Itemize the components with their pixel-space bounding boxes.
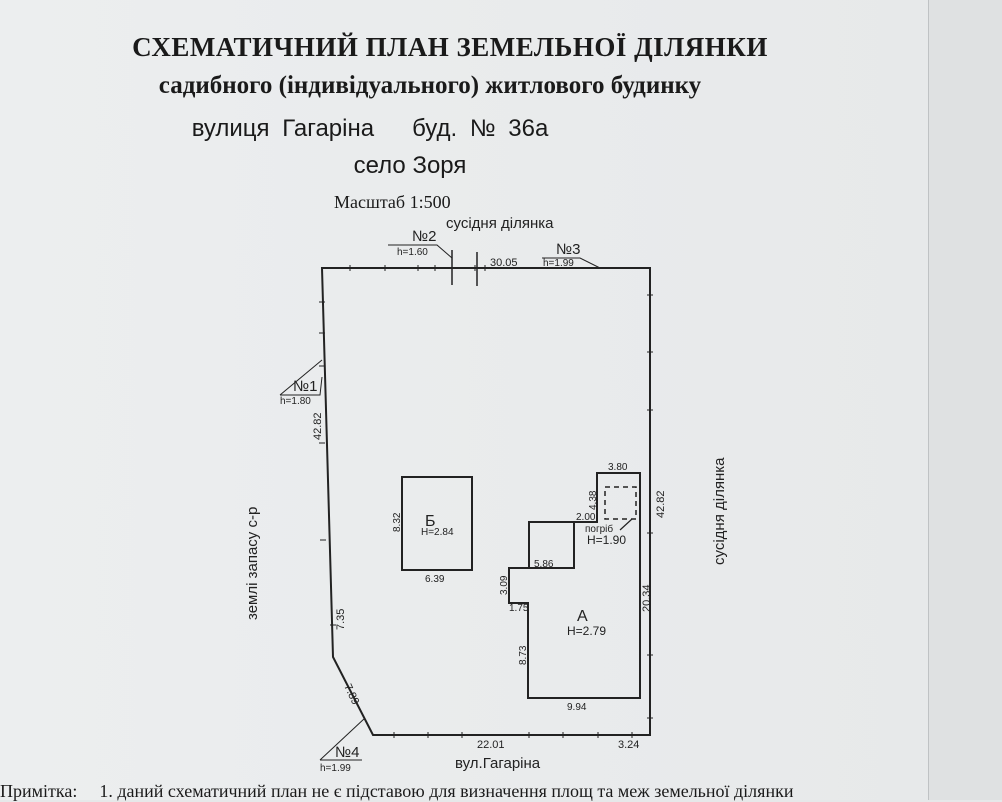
point-3-label: №3 bbox=[556, 241, 580, 258]
parcel-boundary bbox=[320, 267, 651, 736]
building-b-bottom: 6.39 bbox=[425, 574, 445, 585]
footnote-prefix: Примітка: bbox=[0, 781, 78, 801]
building-a-label: А bbox=[577, 608, 588, 625]
dim-left-upper: 42.82 bbox=[312, 412, 324, 440]
building-a-dim-3: 2.00 bbox=[576, 512, 596, 523]
point-1-height: h=1.80 bbox=[280, 396, 311, 407]
north-neighbor-label: сусідня ділянка bbox=[446, 215, 554, 232]
address-line: вулиця Гагаріна буд. № 36а bbox=[191, 115, 549, 142]
footnote: Примітка: 1. даний схематичний план не є … bbox=[0, 781, 815, 802]
document-page bbox=[0, 0, 929, 800]
building-b-outline bbox=[401, 476, 473, 571]
building-a-dim-4: 5.86 bbox=[534, 559, 554, 570]
building-b-side: 8.32 bbox=[392, 512, 403, 532]
east-neighbor-label: сусідня ділянка bbox=[711, 457, 728, 565]
point-4-height: h=1.99 bbox=[320, 763, 351, 774]
village-name: село Зоря bbox=[353, 152, 467, 179]
building-a-height: H=2.79 bbox=[567, 624, 606, 638]
scale-label: Масштаб 1:500 bbox=[334, 192, 451, 212]
dim-bottom: 22.01 bbox=[477, 739, 505, 751]
building-a-dim-8: 9.94 bbox=[567, 702, 587, 713]
point-2-label: №2 bbox=[412, 228, 436, 245]
point-1-label: №1 bbox=[293, 378, 317, 395]
point-2-height: h=1.60 bbox=[397, 247, 428, 258]
building-a-outline bbox=[508, 472, 641, 699]
south-street-label: вул.Гагаріна bbox=[455, 755, 541, 772]
dim-left-lower: 7.35 bbox=[335, 609, 347, 630]
footnote-text: 1. даний схематичний план не є підставою… bbox=[99, 781, 794, 801]
building-a-dim-5: 3.09 bbox=[499, 575, 510, 595]
page-edge bbox=[929, 0, 1002, 800]
dim-bottom-right: 3.24 bbox=[618, 739, 639, 751]
building-b-height: H=2.84 bbox=[421, 527, 454, 538]
building-a-inner-wall bbox=[529, 522, 575, 569]
building-a-dim-1: 3.80 bbox=[608, 462, 628, 473]
point-3-height: h=1.99 bbox=[543, 258, 574, 269]
dim-right-upper: 42.82 bbox=[655, 490, 667, 518]
west-land-label: землі запасу с-р bbox=[244, 507, 261, 620]
building-a-dim-2: 4.38 bbox=[588, 490, 599, 510]
point-4-label: №4 bbox=[335, 744, 359, 761]
cellar-height: H=1.90 bbox=[587, 533, 626, 547]
document-title: СХЕМАТИЧНИЙ ПЛАН ЗЕМЕЛЬНОЇ ДІЛЯНКИ bbox=[132, 32, 768, 62]
dim-top: 30.05 bbox=[490, 257, 518, 269]
cellar-label: погріб bbox=[585, 523, 613, 535]
cellar-outline bbox=[604, 486, 637, 520]
building-b-label: Б bbox=[425, 513, 436, 530]
dim-right-lower: 20.34 bbox=[641, 584, 653, 612]
building-a-dim-6: 1.75 bbox=[509, 603, 529, 614]
building-a-dim-7: 8.73 bbox=[518, 645, 529, 665]
dim-diagonal: 7.89 bbox=[341, 682, 361, 706]
document-subtitle: садибного (індивідуального) житлового бу… bbox=[158, 72, 702, 99]
